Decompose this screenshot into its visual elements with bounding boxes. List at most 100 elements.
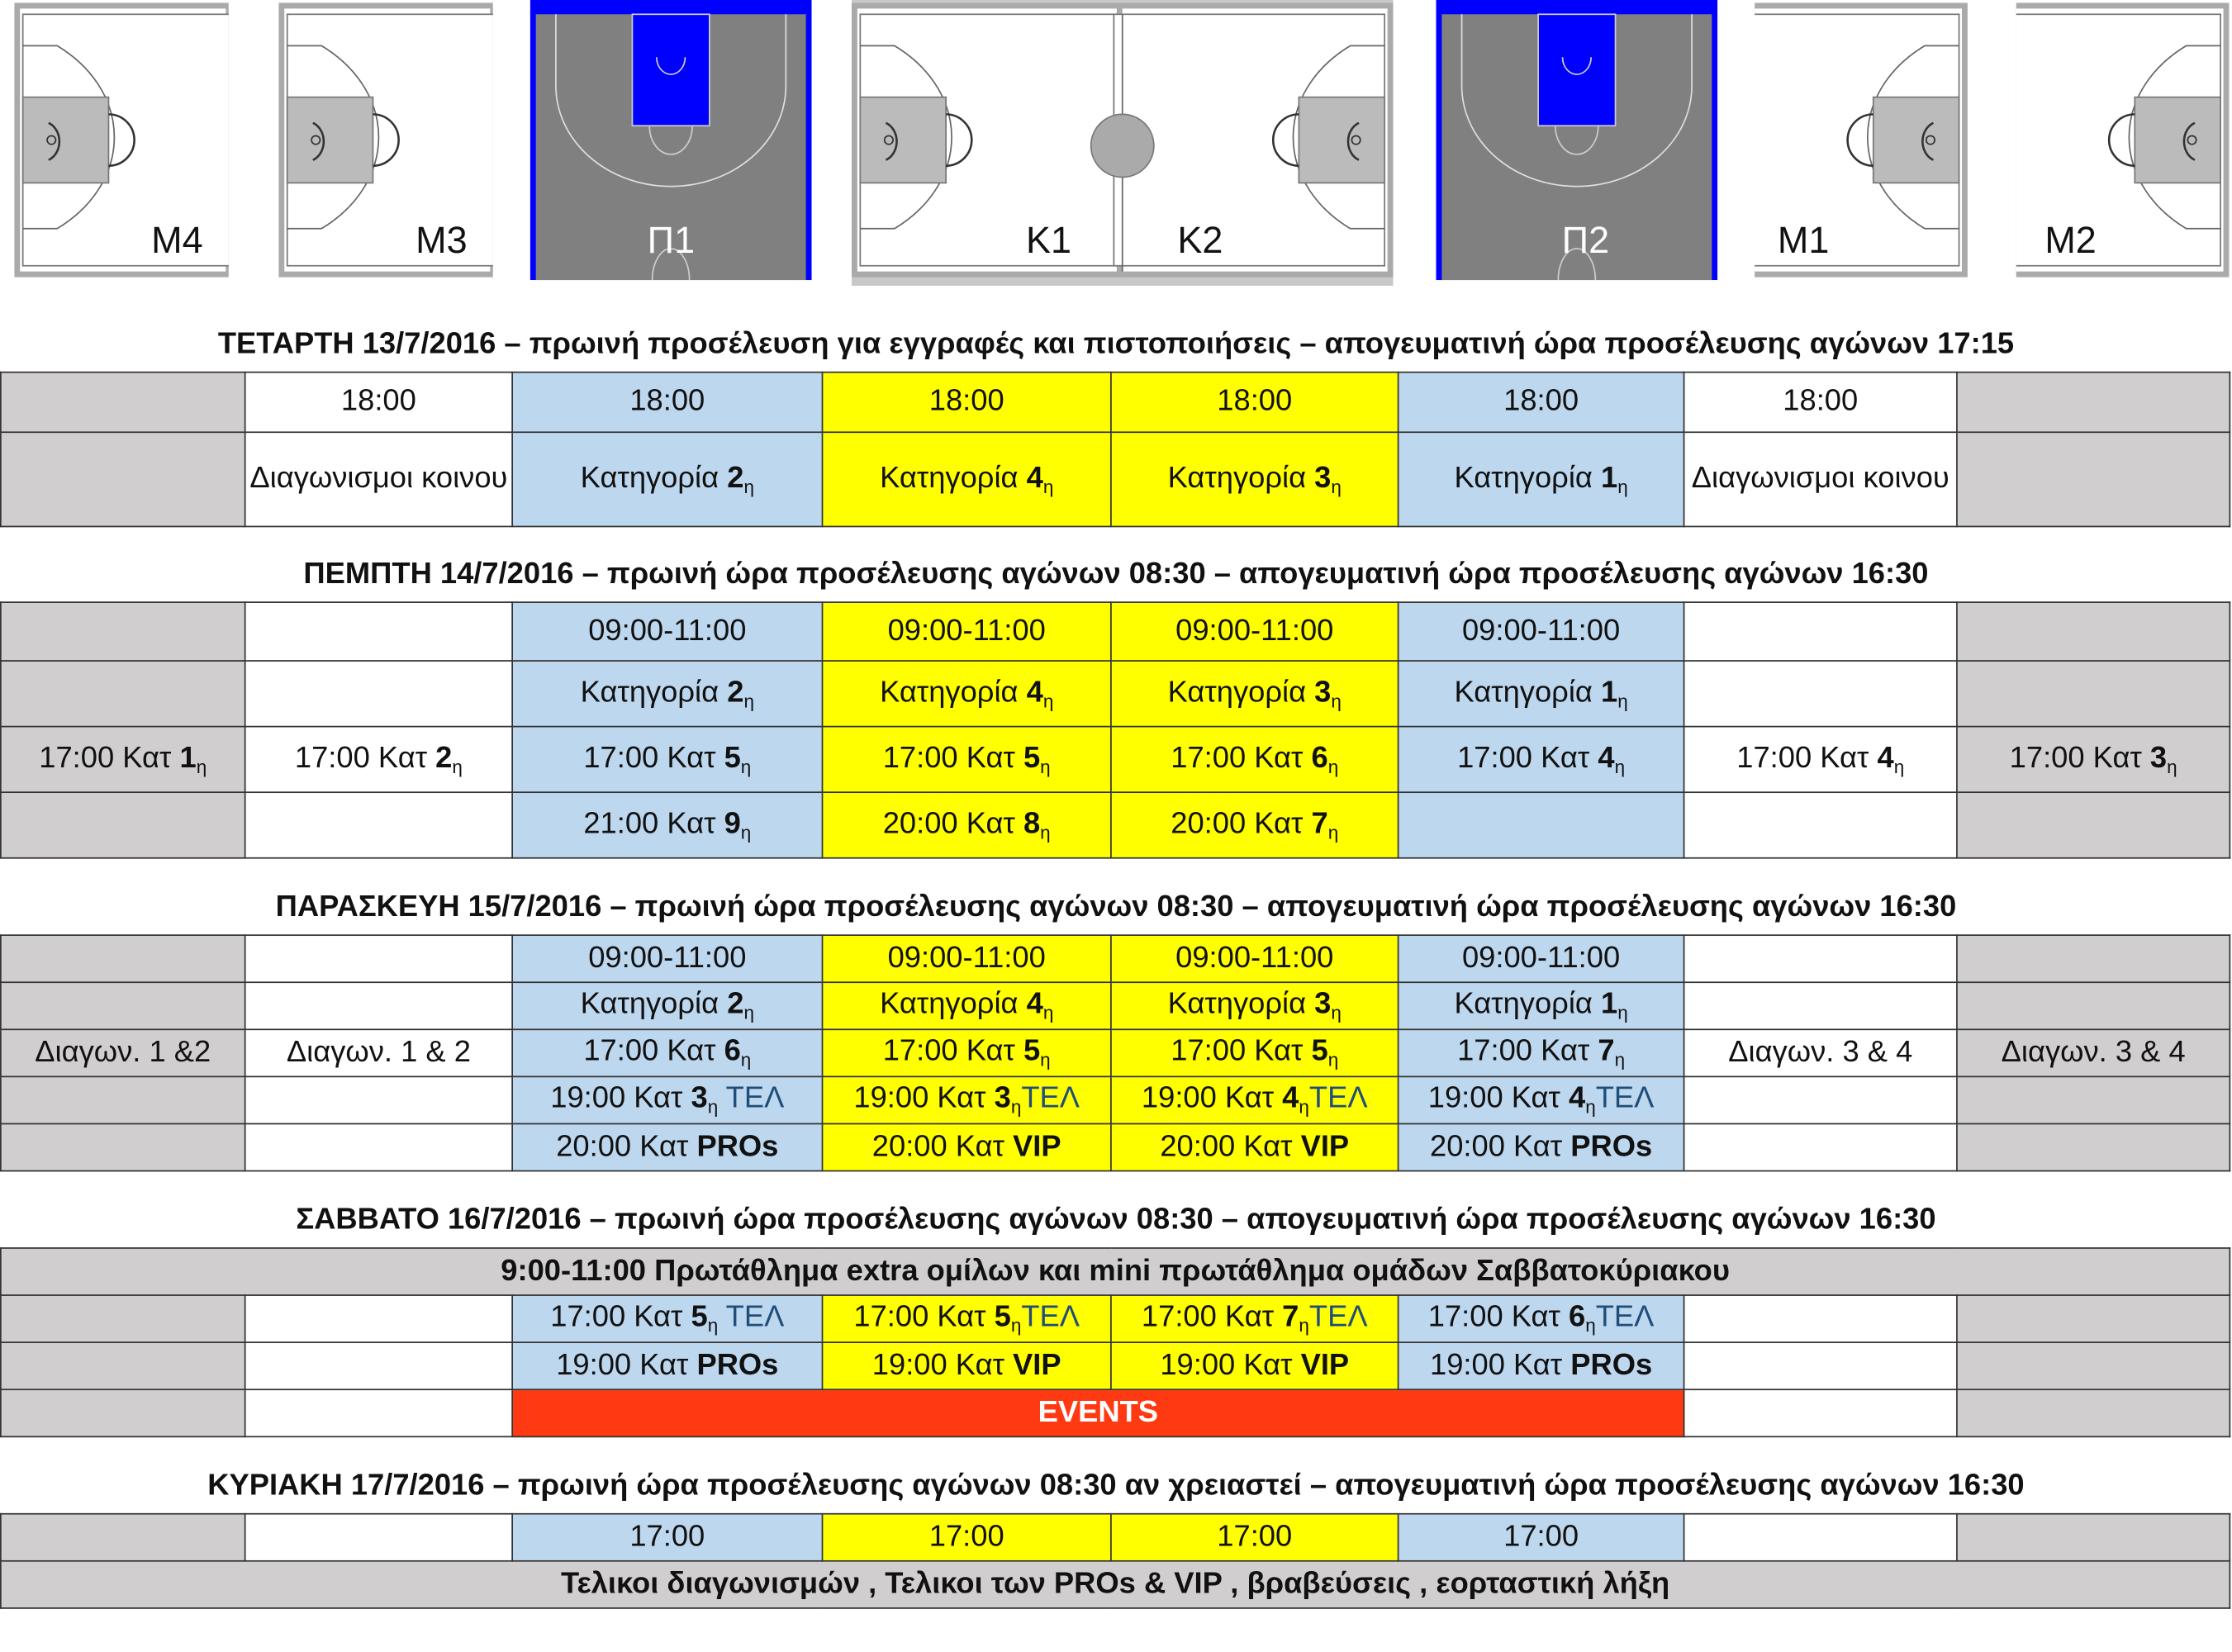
cell-number: 1 bbox=[1600, 987, 1618, 1021]
schedule-cell bbox=[1683, 791, 1958, 859]
cell-text: Κατηγορία bbox=[880, 987, 1027, 1021]
cell-text: 19:00 Κατ bbox=[1429, 1348, 1571, 1382]
cell-ordinal-suffix: η bbox=[1617, 475, 1628, 497]
cell-ordinal-suffix: η bbox=[2167, 755, 2177, 777]
schedule-cell bbox=[1956, 1294, 2231, 1344]
cell-ordinal-suffix: η bbox=[1585, 1314, 1596, 1336]
cell-number: 6 bbox=[1568, 1300, 1586, 1334]
cell-number: 7 bbox=[1598, 1034, 1615, 1068]
cell-ordinal-suffix: η bbox=[1010, 1314, 1022, 1336]
schedule-cell bbox=[0, 601, 246, 662]
schedule-cell: 17:00 bbox=[1110, 1512, 1399, 1562]
schedule-cell: 09:00-11:00 bbox=[821, 601, 1112, 662]
schedule-cell bbox=[0, 431, 246, 528]
schedule-cell: 19:00 Κατ VIP bbox=[1110, 1341, 1399, 1391]
cell-text: 17:00 Κατ bbox=[583, 1034, 724, 1068]
cell-text: 20:00 Κατ bbox=[1429, 1130, 1571, 1164]
cell-text: 17:00 Κατ bbox=[550, 1300, 691, 1334]
cell-text: 17:00 Κατ bbox=[1171, 741, 1312, 774]
cell-number: 4 bbox=[1598, 741, 1615, 774]
schedule-row: EVENTS bbox=[0, 1389, 2231, 1438]
cell-ordinal-suffix: η bbox=[740, 821, 752, 843]
court-diagram bbox=[278, 2, 493, 278]
cell-number: PROs bbox=[1570, 1348, 1653, 1382]
cell-ordinal-suffix: η bbox=[743, 689, 754, 711]
schedule-cell bbox=[1956, 1512, 2231, 1562]
schedule-cell: 17:00 bbox=[821, 1512, 1112, 1562]
court-diagram bbox=[530, 0, 812, 281]
schedule-cell: 17:00 Κατ 5η bbox=[511, 725, 824, 794]
cell-text: 09:00-11:00 bbox=[1175, 941, 1334, 975]
schedule-cell: Κατηγορία 1η bbox=[1397, 981, 1685, 1031]
cell-ordinal-suffix: η bbox=[1614, 755, 1626, 777]
cell-text: 17:00 bbox=[1217, 1520, 1293, 1554]
cell-final-tag: ΤΕΛ bbox=[1308, 1081, 1368, 1115]
cell-text: 17:00 Κατ bbox=[294, 741, 436, 774]
schedule-cell bbox=[1683, 660, 1958, 728]
schedule-cell: 19:00 Κατ 3η ΤΕΛ bbox=[511, 1075, 824, 1125]
schedule-cell: Κατηγορία 4η bbox=[821, 431, 1112, 528]
cell-text: Τελικοι διαγωνισμών , Τελικοι των PROs &… bbox=[560, 1567, 1670, 1601]
schedule-cell: 20:00 Κατ VIP bbox=[1110, 1123, 1399, 1172]
cell-number: 4 bbox=[1282, 1081, 1299, 1115]
cell-text: 18:00 bbox=[928, 385, 1004, 418]
cell-number: 3 bbox=[1314, 675, 1332, 709]
cell-ordinal-suffix: η bbox=[743, 1001, 754, 1023]
schedule-cell: 17:00 Κατ 5η bbox=[821, 725, 1112, 794]
schedule-cell bbox=[0, 1123, 246, 1172]
cell-text: Διαγωνισμοι κοινου bbox=[249, 462, 508, 496]
schedule-cell: 17:00 Κατ 5η ΤΕΛ bbox=[511, 1294, 824, 1344]
cell-text: 19:00 Κατ bbox=[550, 1081, 691, 1115]
cell-text: Διαγων. 3 & 4 bbox=[1728, 1036, 1913, 1069]
court-label: M2 bbox=[2044, 218, 2097, 262]
schedule-cell: 20:00 Κατ 8η bbox=[821, 791, 1112, 859]
schedule-cell bbox=[0, 1075, 246, 1125]
court-label: Π2 bbox=[1561, 218, 1610, 262]
court-diagram bbox=[2016, 2, 2230, 278]
cell-number: VIP bbox=[1300, 1348, 1350, 1382]
cell-ordinal-suffix: η bbox=[740, 755, 752, 777]
cell-text: 17:00 Κατ bbox=[882, 741, 1023, 774]
schedule-cell bbox=[244, 934, 513, 984]
cell-ordinal-suffix: η bbox=[196, 755, 207, 777]
cell-text: EVENTS bbox=[1038, 1395, 1159, 1429]
cell-number: 7 bbox=[1282, 1300, 1299, 1334]
court-diagram bbox=[14, 2, 229, 278]
schedule-cell: 18:00 bbox=[511, 371, 824, 434]
day-title: ΠΑΡΑΣΚΕΥΗ 15/7/2016 – πρωινή ώρα προσέλε… bbox=[275, 890, 1957, 923]
court-p2: Π2 bbox=[1436, 0, 1718, 286]
cell-text: 17:00 bbox=[1503, 1520, 1579, 1554]
cell-final-tag: ΤΕΛ bbox=[1021, 1081, 1080, 1115]
cell-text: 19:00 Κατ bbox=[871, 1348, 1014, 1382]
cell-text: 17:00 Κατ bbox=[1457, 741, 1598, 774]
cell-number: 4 bbox=[1568, 1081, 1586, 1115]
cell-number: 6 bbox=[724, 1034, 741, 1068]
cell-ordinal-suffix: η bbox=[1040, 821, 1051, 843]
cell-number: 8 bbox=[1023, 806, 1041, 840]
schedule-cell bbox=[1956, 934, 2231, 984]
cell-text: 09:00-11:00 bbox=[887, 941, 1046, 975]
schedule-cell: 09:00-11:00 bbox=[821, 934, 1112, 984]
schedule-cell: Κατηγορία 1η bbox=[1397, 431, 1685, 528]
cell-text: 17:00 Κατ bbox=[583, 741, 724, 774]
court-label: M3 bbox=[416, 218, 468, 262]
schedule-cell bbox=[1683, 1294, 1958, 1344]
schedule-cell: 17:00 Κατ 3η bbox=[1956, 725, 2231, 794]
cell-text: Κατηγορία bbox=[580, 987, 728, 1021]
cell-text: 09:00-11:00 bbox=[1461, 941, 1621, 975]
cell-ordinal-suffix: η bbox=[707, 1314, 719, 1336]
schedule-cell: 17:00 Κατ 4η bbox=[1683, 725, 1958, 794]
schedule-cell: Κατηγορία 4η bbox=[821, 981, 1112, 1031]
schedule-cell bbox=[1956, 981, 2231, 1031]
schedule-cell: 17:00 Κατ 1η bbox=[0, 725, 246, 794]
cell-ordinal-suffix: η bbox=[707, 1096, 719, 1118]
schedule-cell bbox=[1683, 1389, 1958, 1438]
